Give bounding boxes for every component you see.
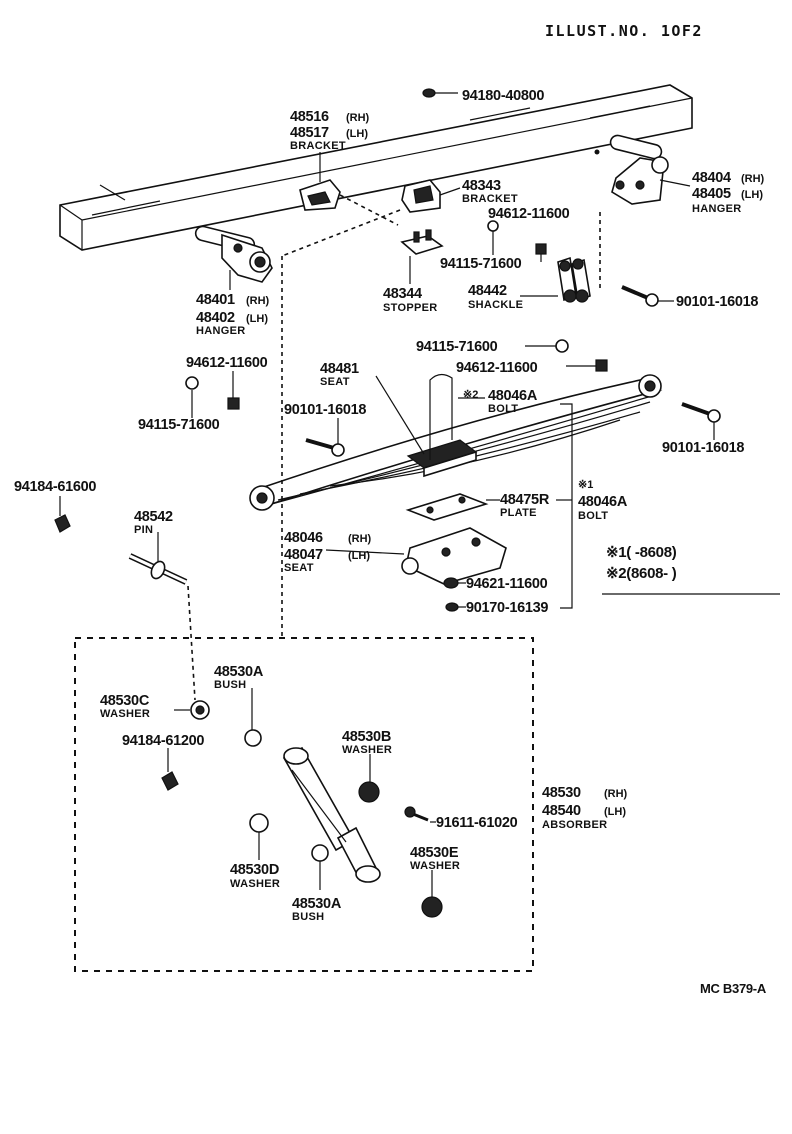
label-plate: PLATE: [500, 507, 537, 519]
label-48530e: 48530E: [410, 845, 459, 861]
label-90101-16018-b: 90101-16018: [284, 402, 366, 418]
label-48540: 48540: [542, 803, 581, 819]
note-2: ※2(8608- ): [606, 565, 677, 582]
label-48542: 48542: [134, 509, 173, 525]
label-94115-71600-b: 94115-71600: [416, 339, 498, 355]
hanger-front-part: [194, 225, 273, 283]
label-48540-side: (LH): [604, 806, 626, 818]
hanger-rear-part: [609, 134, 669, 205]
label-48530a-lower: 48530A: [292, 896, 342, 912]
stopper-part: [400, 229, 444, 255]
label-48047: 48047: [284, 547, 323, 563]
label-91611-61020: 91611-61020: [436, 815, 518, 831]
label-48046a-lower: 48046A: [578, 494, 628, 510]
leader-lines: [59, 92, 780, 897]
label-48530: 48530: [542, 785, 581, 801]
label-bolt-lower: BOLT: [578, 510, 608, 522]
label-94612-11600-b: 94612-11600: [456, 360, 538, 376]
dashed-leaders-upper: [187, 194, 601, 701]
label-washer-d: WASHER: [230, 878, 280, 890]
label-48517: 48517: [290, 125, 329, 141]
label-94184-61600: 94184-61600: [14, 479, 96, 495]
label-stopper: STOPPER: [383, 302, 437, 314]
label-48475r: 48475R: [500, 492, 550, 508]
label-bracket-48343: BRACKET: [462, 193, 518, 205]
label-48405-side: (LH): [741, 189, 763, 201]
label-48442: 48442: [468, 283, 507, 299]
label-48404: 48404: [692, 170, 731, 186]
pin-part: [128, 553, 188, 585]
label-bush-lower: BUSH: [292, 911, 324, 923]
label-washer-e: WASHER: [410, 860, 460, 872]
part-labels: 94180-40800 48516 (RH) 48517 (LH) BRACKE…: [14, 88, 765, 923]
label-90101-16018-c: 90101-16018: [662, 440, 744, 456]
axle-seat-part: [401, 527, 507, 612]
label-48402-side: (LH): [246, 313, 268, 325]
label-48401-side: (RH): [246, 295, 270, 307]
label-94115-71600-a: 94115-71600: [440, 256, 522, 272]
label-bush-upper: BUSH: [214, 679, 246, 691]
label-washer-b: WASHER: [342, 744, 392, 756]
label-48401: 48401: [196, 292, 235, 308]
bracket-48343-part: [401, 179, 441, 213]
label-94612-11600-c: 94612-11600: [186, 355, 268, 371]
label-bracket-48516: BRACKET: [290, 140, 346, 152]
label-48530c: 48530C: [100, 693, 150, 709]
figure-code: MC B379-A: [700, 981, 767, 996]
label-48405: 48405: [692, 186, 731, 202]
label-48047-side: (LH): [348, 550, 370, 562]
label-90170-16139: 90170-16139: [466, 600, 548, 616]
label-absorber: ABSORBER: [542, 819, 607, 831]
label-48046: 48046: [284, 530, 323, 546]
date-notes: ※1( -8608) ※2(8608- ): [606, 544, 677, 582]
label-94115-71600-c: 94115-71600: [138, 417, 220, 433]
label-94621-11600: 94621-11600: [466, 576, 548, 592]
label-48530a-upper: 48530A: [214, 664, 264, 680]
label-seat-48481: SEAT: [320, 376, 350, 388]
label-48516: 48516: [290, 109, 329, 125]
label-shackle: SHACKLE: [468, 299, 523, 311]
illustration-number: ILLUST.NO. 1OF2: [545, 22, 703, 40]
label-seat-48046: SEAT: [284, 562, 314, 574]
label-48481: 48481: [320, 361, 359, 377]
label-48530d: 48530D: [230, 862, 279, 878]
label-48516-side: (RH): [346, 112, 370, 124]
label-90101-16018-a: 90101-16018: [676, 294, 758, 310]
label-48046a-upper: 48046A: [488, 388, 538, 404]
label-48530-side: (RH): [604, 788, 628, 800]
absorber-small-parts: [161, 700, 443, 918]
label-pin: PIN: [134, 524, 153, 536]
label-94184-61200: 94184-61200: [122, 733, 204, 749]
label-48046a-lower-mark: ※1: [578, 479, 593, 491]
label-48046a-upper-mark: ※2: [463, 389, 478, 401]
plate-part: [405, 493, 489, 521]
frame-rail: [59, 84, 693, 251]
label-48404-side: (RH): [741, 173, 765, 185]
label-48530b: 48530B: [342, 729, 391, 745]
label-94180-40800: 94180-40800: [462, 88, 544, 104]
label-48046-side: (RH): [348, 533, 372, 545]
bolts: [305, 285, 721, 457]
label-48343: 48343: [462, 178, 501, 194]
label-48517-side: (LH): [346, 128, 368, 140]
label-48402: 48402: [196, 310, 235, 326]
shackle-part: [557, 256, 591, 303]
nuts-upper: [54, 88, 608, 533]
label-48344: 48344: [383, 286, 422, 302]
shock-absorber-part: [282, 746, 381, 883]
label-hanger-48404: HANGER: [692, 203, 741, 215]
note-1: ※1( -8608): [606, 544, 677, 561]
label-94612-11600-a: 94612-11600: [488, 206, 570, 222]
absorber-group-box: [74, 637, 534, 972]
label-bolt-upper: BOLT: [488, 403, 518, 415]
label-washer-c: WASHER: [100, 708, 150, 720]
bracket-48516-part: [299, 179, 341, 211]
spring-seat-part: [406, 373, 478, 478]
label-hanger-48401: HANGER: [196, 325, 245, 337]
